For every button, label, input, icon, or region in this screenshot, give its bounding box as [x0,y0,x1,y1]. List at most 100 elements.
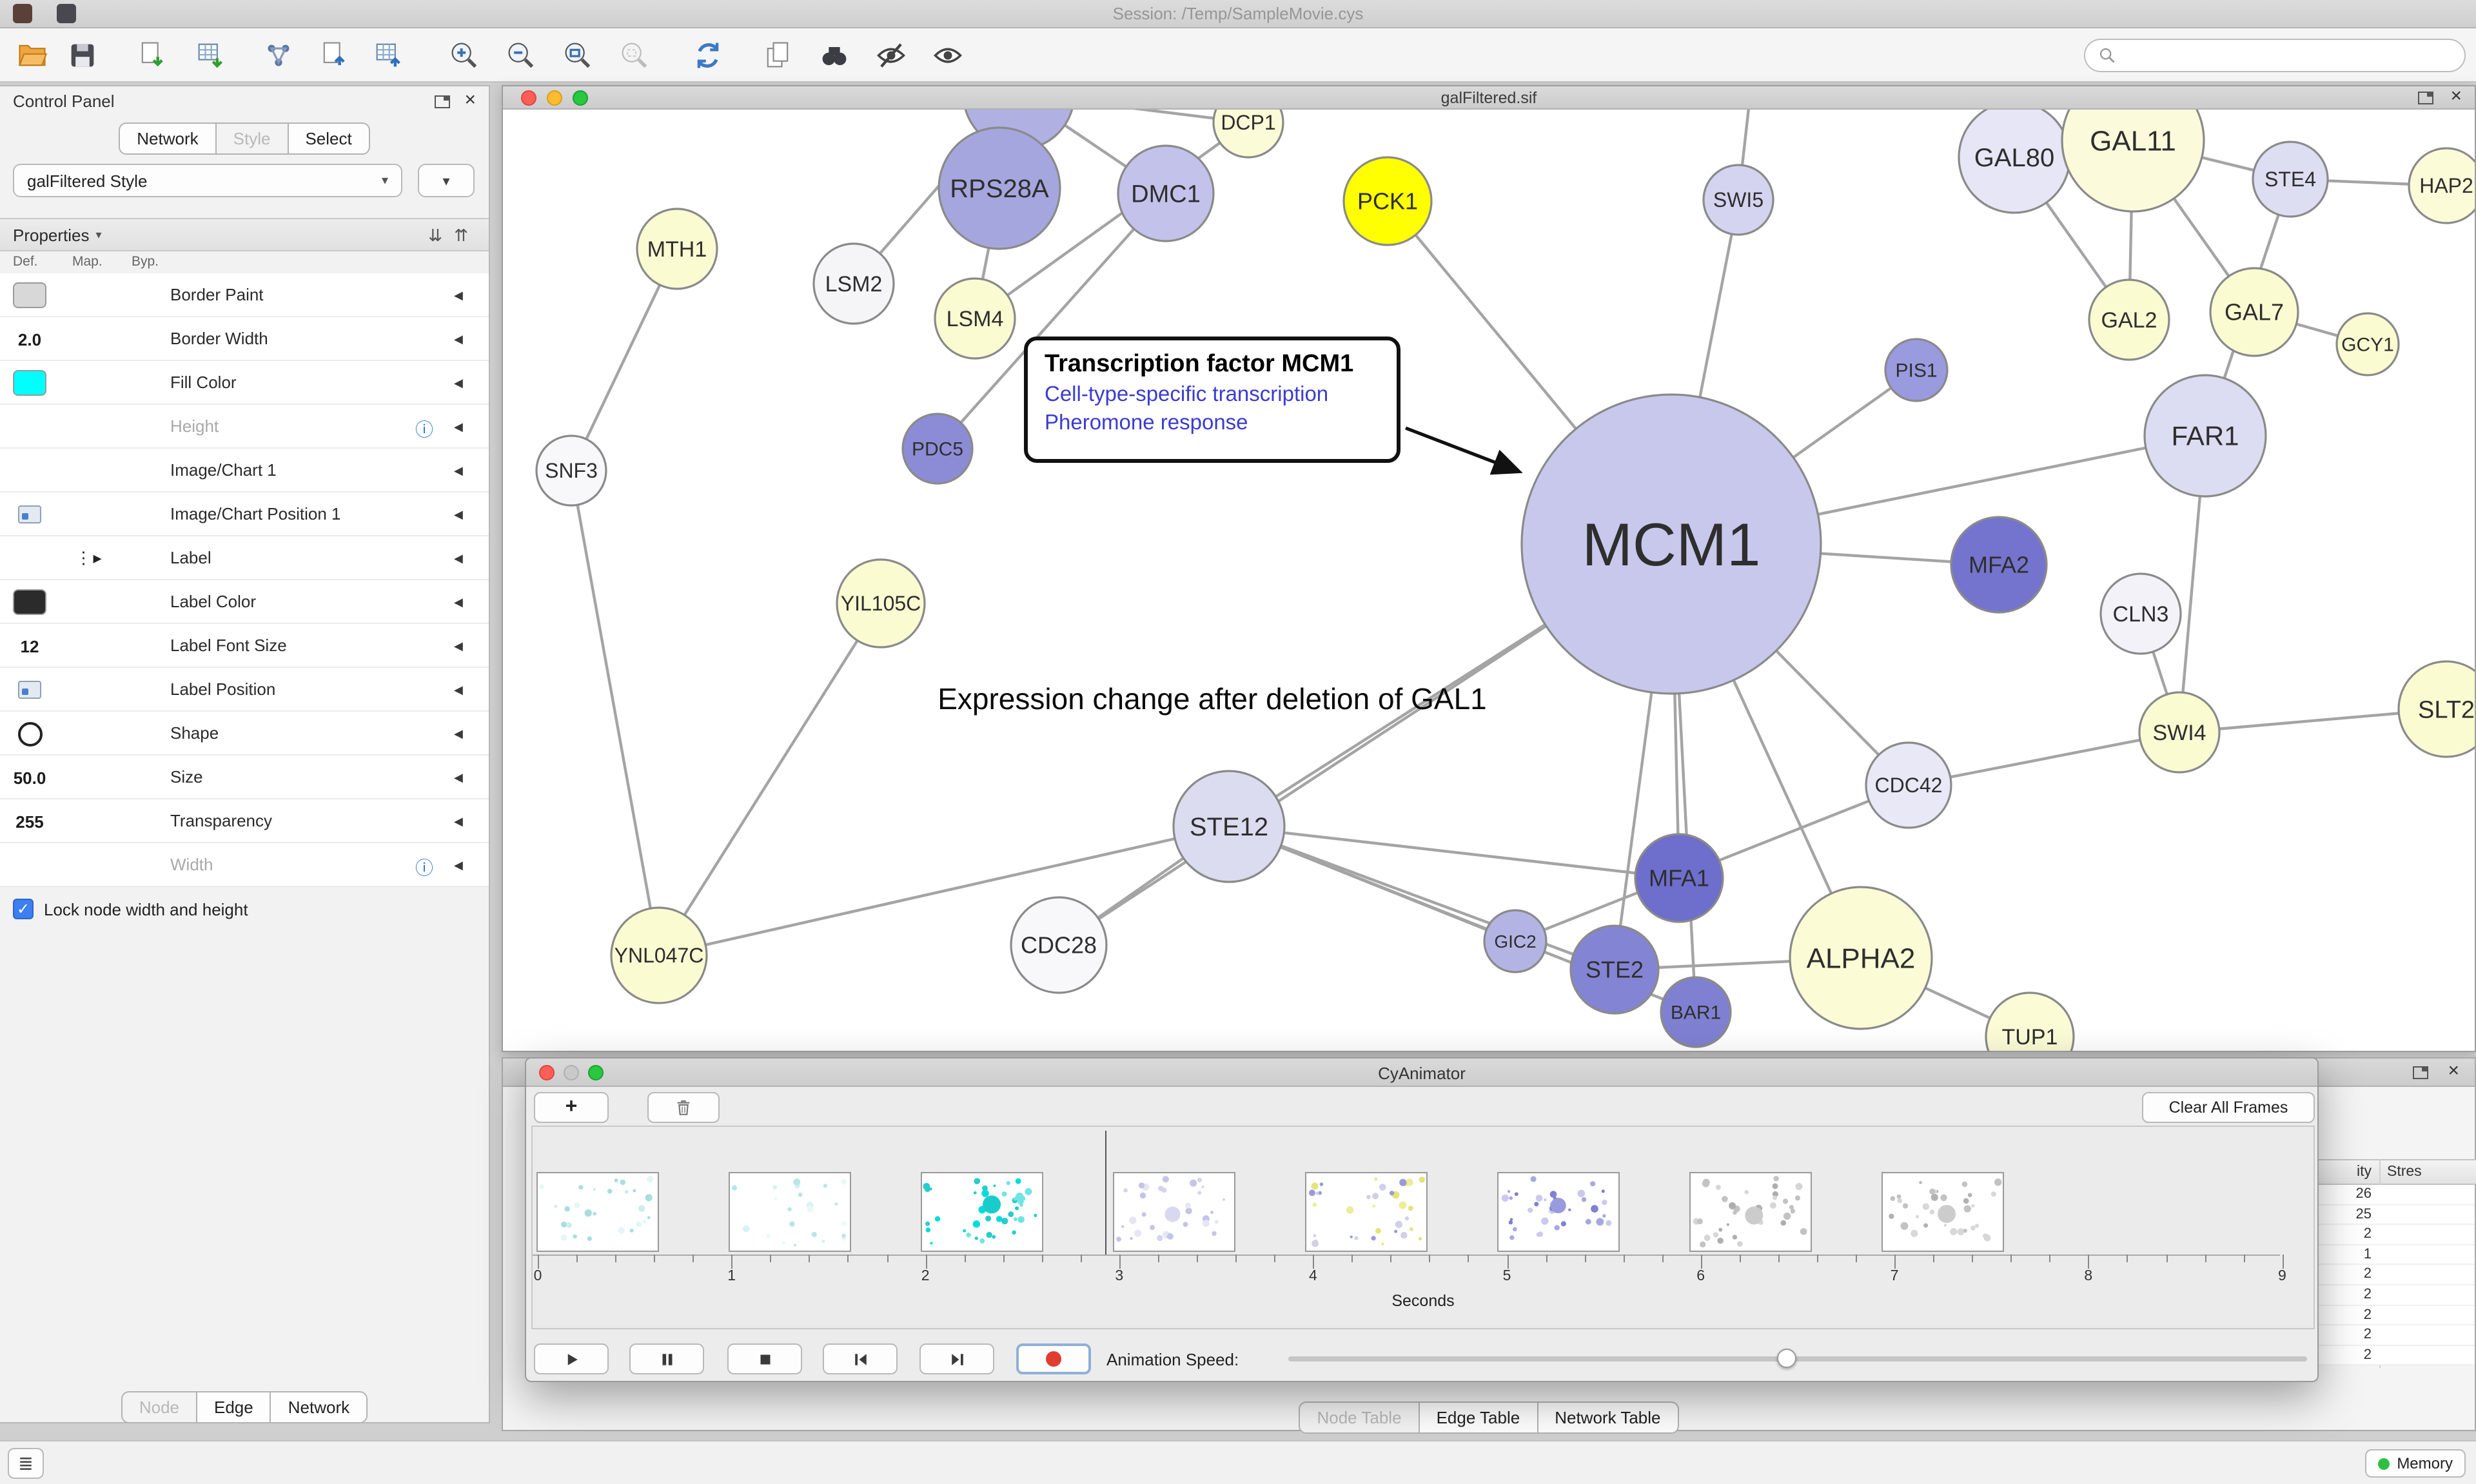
default-value-cell[interactable]: 12 [20,636,39,656]
maximize-window-button[interactable] [573,90,588,106]
property-row[interactable]: Fill Color◀ [0,361,489,405]
network-node-mcm1[interactable]: MCM1 [1520,393,1822,695]
network-edge[interactable] [658,602,882,957]
annotation-box[interactable]: Transcription factor MCM1 Cell-type-spec… [1024,337,1400,463]
table-row[interactable]: 2 [2297,1305,2475,1326]
network-node-bar1[interactable]: BAR1 [1660,976,1732,1048]
network-node-mth1[interactable]: MTH1 [636,208,718,290]
minimize-window-button[interactable] [547,90,562,106]
property-row[interactable]: Image/Chart 1◀ [0,449,489,493]
property-row[interactable]: Border Paint◀ [0,273,489,317]
default-value-cell[interactable] [0,493,59,536]
bypass-cell[interactable] [119,273,178,317]
default-value-cell[interactable]: 2.0 [17,329,42,349]
mapping-cell[interactable] [59,449,119,493]
network-edge[interactable] [569,470,661,956]
skip-to-start-button[interactable] [823,1343,898,1374]
properties-section-header[interactable]: Properties ▾ ⇊ ⇈ [0,218,489,251]
expand-chevron-icon[interactable]: ◀ [454,289,463,302]
maximize-window-button[interactable] [588,1065,604,1080]
default-value-cell[interactable]: 50.0 [13,768,46,787]
float-table-panel-icon[interactable] [2413,1066,2428,1079]
property-row[interactable]: Image/Chart Position 1◀ [0,493,489,536]
copy-view-button[interactable] [756,34,800,77]
animation-speed-thumb[interactable] [1777,1349,1796,1368]
animation-speed-slider[interactable] [1288,1356,2307,1362]
panel-toggle-button[interactable]: ≣ [8,1448,44,1479]
network-file-button[interactable] [257,34,300,77]
bypass-cell[interactable] [119,405,178,449]
expand-chevron-icon[interactable]: ◀ [454,464,463,477]
collapse-all-icon[interactable]: ⇈ [454,226,468,245]
table-column-header-2[interactable]: Stres [2381,1159,2476,1185]
table-row[interactable]: 2 [2297,1285,2475,1306]
expand-chevron-icon[interactable]: ◀ [454,596,463,609]
apply-style-button[interactable] [686,34,730,77]
float-panel-icon[interactable] [435,95,450,108]
mapping-cell[interactable] [59,624,119,668]
table-row[interactable]: 26 [2297,1185,2475,1206]
bypass-cell[interactable] [119,799,178,843]
mapping-cell[interactable] [59,668,119,712]
expand-chevron-icon[interactable]: ◀ [454,727,463,740]
timeline-frame[interactable] [1689,1172,1812,1252]
bypass-cell[interactable] [119,317,178,361]
timeline-frame[interactable] [1882,1172,2004,1252]
tab-edge[interactable]: Edge [197,1391,271,1423]
bypass-cell[interactable] [119,536,178,580]
default-value-cell[interactable] [0,536,59,580]
table-row[interactable]: 1 [2297,1245,2475,1265]
network-node-cln3[interactable]: CLN3 [2099,572,2182,655]
zoom-selected-button[interactable] [613,34,656,77]
import-network-button[interactable] [130,34,174,77]
color-swatch[interactable] [13,282,46,308]
expand-chevron-icon[interactable]: ◀ [454,683,463,696]
network-node-cdc28[interactable]: CDC28 [1010,896,1108,994]
mapping-cell[interactable] [59,273,119,317]
style-options-button[interactable]: ▾ [418,164,475,197]
tab-node[interactable]: Node [121,1391,197,1423]
mapping-cell[interactable] [59,317,119,361]
clear-all-frames-button[interactable]: Clear All Frames [2142,1092,2315,1123]
network-node-lsm4[interactable]: LSM4 [934,277,1016,360]
show-all-button[interactable] [926,34,970,77]
bypass-cell[interactable] [119,493,178,536]
network-edge[interactable] [1228,825,1680,880]
network-edge[interactable] [936,192,1167,450]
network-node-far1[interactable]: FAR1 [2143,374,2267,498]
timeline-frame[interactable] [1113,1172,1235,1252]
color-swatch[interactable] [13,370,46,396]
open-session-button[interactable] [10,34,54,77]
network-node-ste2[interactable]: STE2 [1569,924,1660,1015]
titlebar-icon-2[interactable] [57,4,76,23]
bypass-cell[interactable] [119,580,178,624]
network-node-pck1[interactable]: PCK1 [1342,156,1433,246]
table-row[interactable]: 2 [2297,1345,2475,1366]
expand-chevron-icon[interactable]: ◀ [454,420,463,433]
network-node-rps28a[interactable]: RPS28A [938,126,1061,250]
network-node-yil105c[interactable]: YIL105C [836,558,926,649]
network-node-gal7[interactable]: GAL7 [2209,267,2299,357]
titlebar-icon-1[interactable] [13,4,32,23]
annotation-link-1[interactable]: Cell-type-specific transcription [1045,383,1329,406]
timeline-frame[interactable] [921,1172,1043,1252]
network-edge[interactable] [658,825,1230,957]
timeline-frame[interactable] [1497,1172,1620,1252]
mapping-cell[interactable] [59,405,119,449]
network-node-hap2[interactable]: HAP2 [2408,147,2475,224]
record-button[interactable] [1016,1343,1091,1374]
expand-chevron-icon[interactable]: ◀ [454,771,463,784]
memory-button[interactable]: Memory [2364,1449,2466,1478]
export-table-button[interactable] [366,34,410,77]
network-node-dmc1[interactable]: DMC1 [1117,144,1215,242]
mapping-cell[interactable] [59,493,119,536]
expand-chevron-icon[interactable]: ◀ [454,552,463,565]
network-node-snf3[interactable]: SNF3 [535,434,607,507]
network-node-gic2[interactable]: GIC2 [1483,909,1548,973]
color-swatch[interactable] [13,589,46,615]
